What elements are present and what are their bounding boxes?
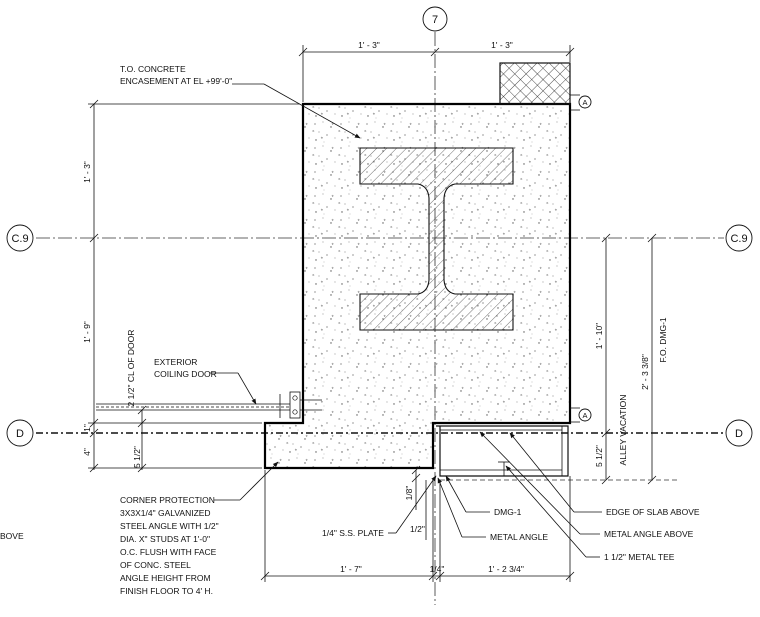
section-mark-a-bottom: A [570, 407, 592, 423]
svg-text:1/8": 1/8" [404, 486, 414, 501]
ss-plate-label: 1/4" S.S. PLATE [322, 475, 437, 538]
coiling-door [96, 391, 322, 419]
svg-text:D: D [735, 428, 743, 440]
section-mark-a-top: A [570, 94, 592, 111]
svg-text:EDGE OF SLAB ABOVE: EDGE OF SLAB ABOVE [606, 507, 700, 517]
encasement-label: T.O. CONCRETE ENCASEMENT AT EL +99'-0" [120, 64, 361, 139]
svg-text:1' - 9": 1' - 9" [82, 321, 92, 343]
svg-text:OF CONC. STEEL: OF CONC. STEEL [120, 560, 191, 570]
svg-text:D: D [16, 428, 24, 440]
svg-text:F.O. DMG-1: F.O. DMG-1 [658, 317, 668, 363]
svg-text:1": 1" [82, 424, 92, 432]
svg-text:C.9: C.9 [730, 233, 747, 245]
partial-above-label: BOVE [0, 531, 24, 541]
svg-text:1/4": 1/4" [430, 564, 445, 574]
svg-text:METAL ANGLE ABOVE: METAL ANGLE ABOVE [604, 529, 694, 539]
svg-text:EXTERIOR: EXTERIOR [154, 357, 197, 367]
left-dimension: 1' - 3" 1' - 9" 1" 4" [82, 99, 300, 473]
svg-text:STEEL ANGLE WITH 1/2": STEEL ANGLE WITH 1/2" [120, 521, 219, 531]
svg-text:FINISH FLOOR TO 4' H.: FINISH FLOOR TO 4' H. [120, 586, 213, 596]
svg-text:1' - 3": 1' - 3" [358, 40, 380, 50]
edge-slab-label: EDGE OF SLAB ABOVE [509, 432, 700, 517]
svg-text:T.O. CONCRETE: T.O. CONCRETE [120, 64, 186, 74]
metal-angle-label: METAL ANGLE [437, 477, 548, 542]
svg-text:O.C. FLUSH WITH FACE: O.C. FLUSH WITH FACE [120, 547, 217, 557]
svg-text:CORNER PROTECTION: CORNER PROTECTION [120, 495, 215, 505]
door-cl-dimension: 2 1/2" CL OF DOOR 5 1/2" [126, 330, 147, 473]
door-label: EXTERIOR COILING DOOR [154, 357, 257, 405]
svg-text:1' - 2 3/4": 1' - 2 3/4" [488, 564, 524, 574]
svg-text:1 1/2" METAL TEE: 1 1/2" METAL TEE [604, 552, 675, 562]
svg-text:1' - 10": 1' - 10" [594, 323, 604, 349]
existing-structure [499, 62, 571, 105]
svg-text:3X3X1/4" GALVANIZED: 3X3X1/4" GALVANIZED [120, 508, 211, 518]
metal-frame [436, 425, 569, 477]
svg-text:1/4" S.S. PLATE: 1/4" S.S. PLATE [322, 528, 384, 538]
svg-text:1' - 7": 1' - 7" [340, 564, 362, 574]
grid-bubble-c9-right: C.9 [725, 224, 753, 252]
grid-bubble-d-right: D [725, 419, 753, 447]
svg-text:COILING DOOR: COILING DOOR [154, 369, 217, 379]
svg-text:METAL ANGLE: METAL ANGLE [490, 532, 548, 542]
svg-text:DMG-1: DMG-1 [494, 507, 522, 517]
metal-tee-label: 1 1/2" METAL TEE [505, 465, 675, 562]
grid-bubble-c9-left: C.9 [6, 224, 34, 252]
svg-text:ANGLE HEIGHT FROM: ANGLE HEIGHT FROM [120, 573, 211, 583]
bottom-dimension: 1' - 7" 1/4" 1' - 2 3/4" [260, 470, 575, 582]
svg-text:7: 7 [432, 14, 438, 26]
top-dimension: 1' - 3" 1' - 3" [298, 40, 575, 102]
svg-text:DIA. X" STUDS AT 1'-0": DIA. X" STUDS AT 1'-0" [120, 534, 210, 544]
right-dimension: 1' - 10" 5 1/2" ALLEY VACATION 2' - 3 3/… [440, 233, 680, 485]
svg-text:4": 4" [82, 448, 92, 456]
svg-text:ALLEY VACATION: ALLEY VACATION [618, 395, 628, 466]
svg-text:A: A [582, 411, 587, 420]
metal-angle-above-label: METAL ANGLE ABOVE [479, 431, 694, 539]
grid-bubble-7: 7 [422, 6, 448, 32]
svg-text:C.9: C.9 [11, 233, 28, 245]
corner-protection-note: CORNER PROTECTION 3X3X1/4" GALVANIZED ST… [120, 461, 279, 596]
svg-text:1' - 3": 1' - 3" [491, 40, 513, 50]
svg-text:A: A [582, 98, 587, 107]
steel-beam [359, 147, 514, 331]
svg-text:5 1/2": 5 1/2" [132, 446, 142, 468]
svg-text:2 1/2" CL OF DOOR: 2 1/2" CL OF DOOR [126, 330, 136, 407]
svg-text:2' - 3 3/8": 2' - 3 3/8" [640, 354, 650, 390]
concrete-outline [263, 102, 572, 470]
concrete-encasement [265, 104, 570, 468]
dmg-label: DMG-1 [445, 475, 522, 517]
small-dimensions: 1/8" 1/2" [404, 465, 427, 540]
grid-bubble-d-left: D [6, 419, 34, 447]
svg-text:5 1/2": 5 1/2" [594, 445, 604, 467]
svg-text:ENCASEMENT AT EL +99'-0": ENCASEMENT AT EL +99'-0" [120, 76, 232, 86]
svg-text:1/2": 1/2" [410, 524, 425, 534]
svg-text:1' - 3": 1' - 3" [82, 161, 92, 183]
